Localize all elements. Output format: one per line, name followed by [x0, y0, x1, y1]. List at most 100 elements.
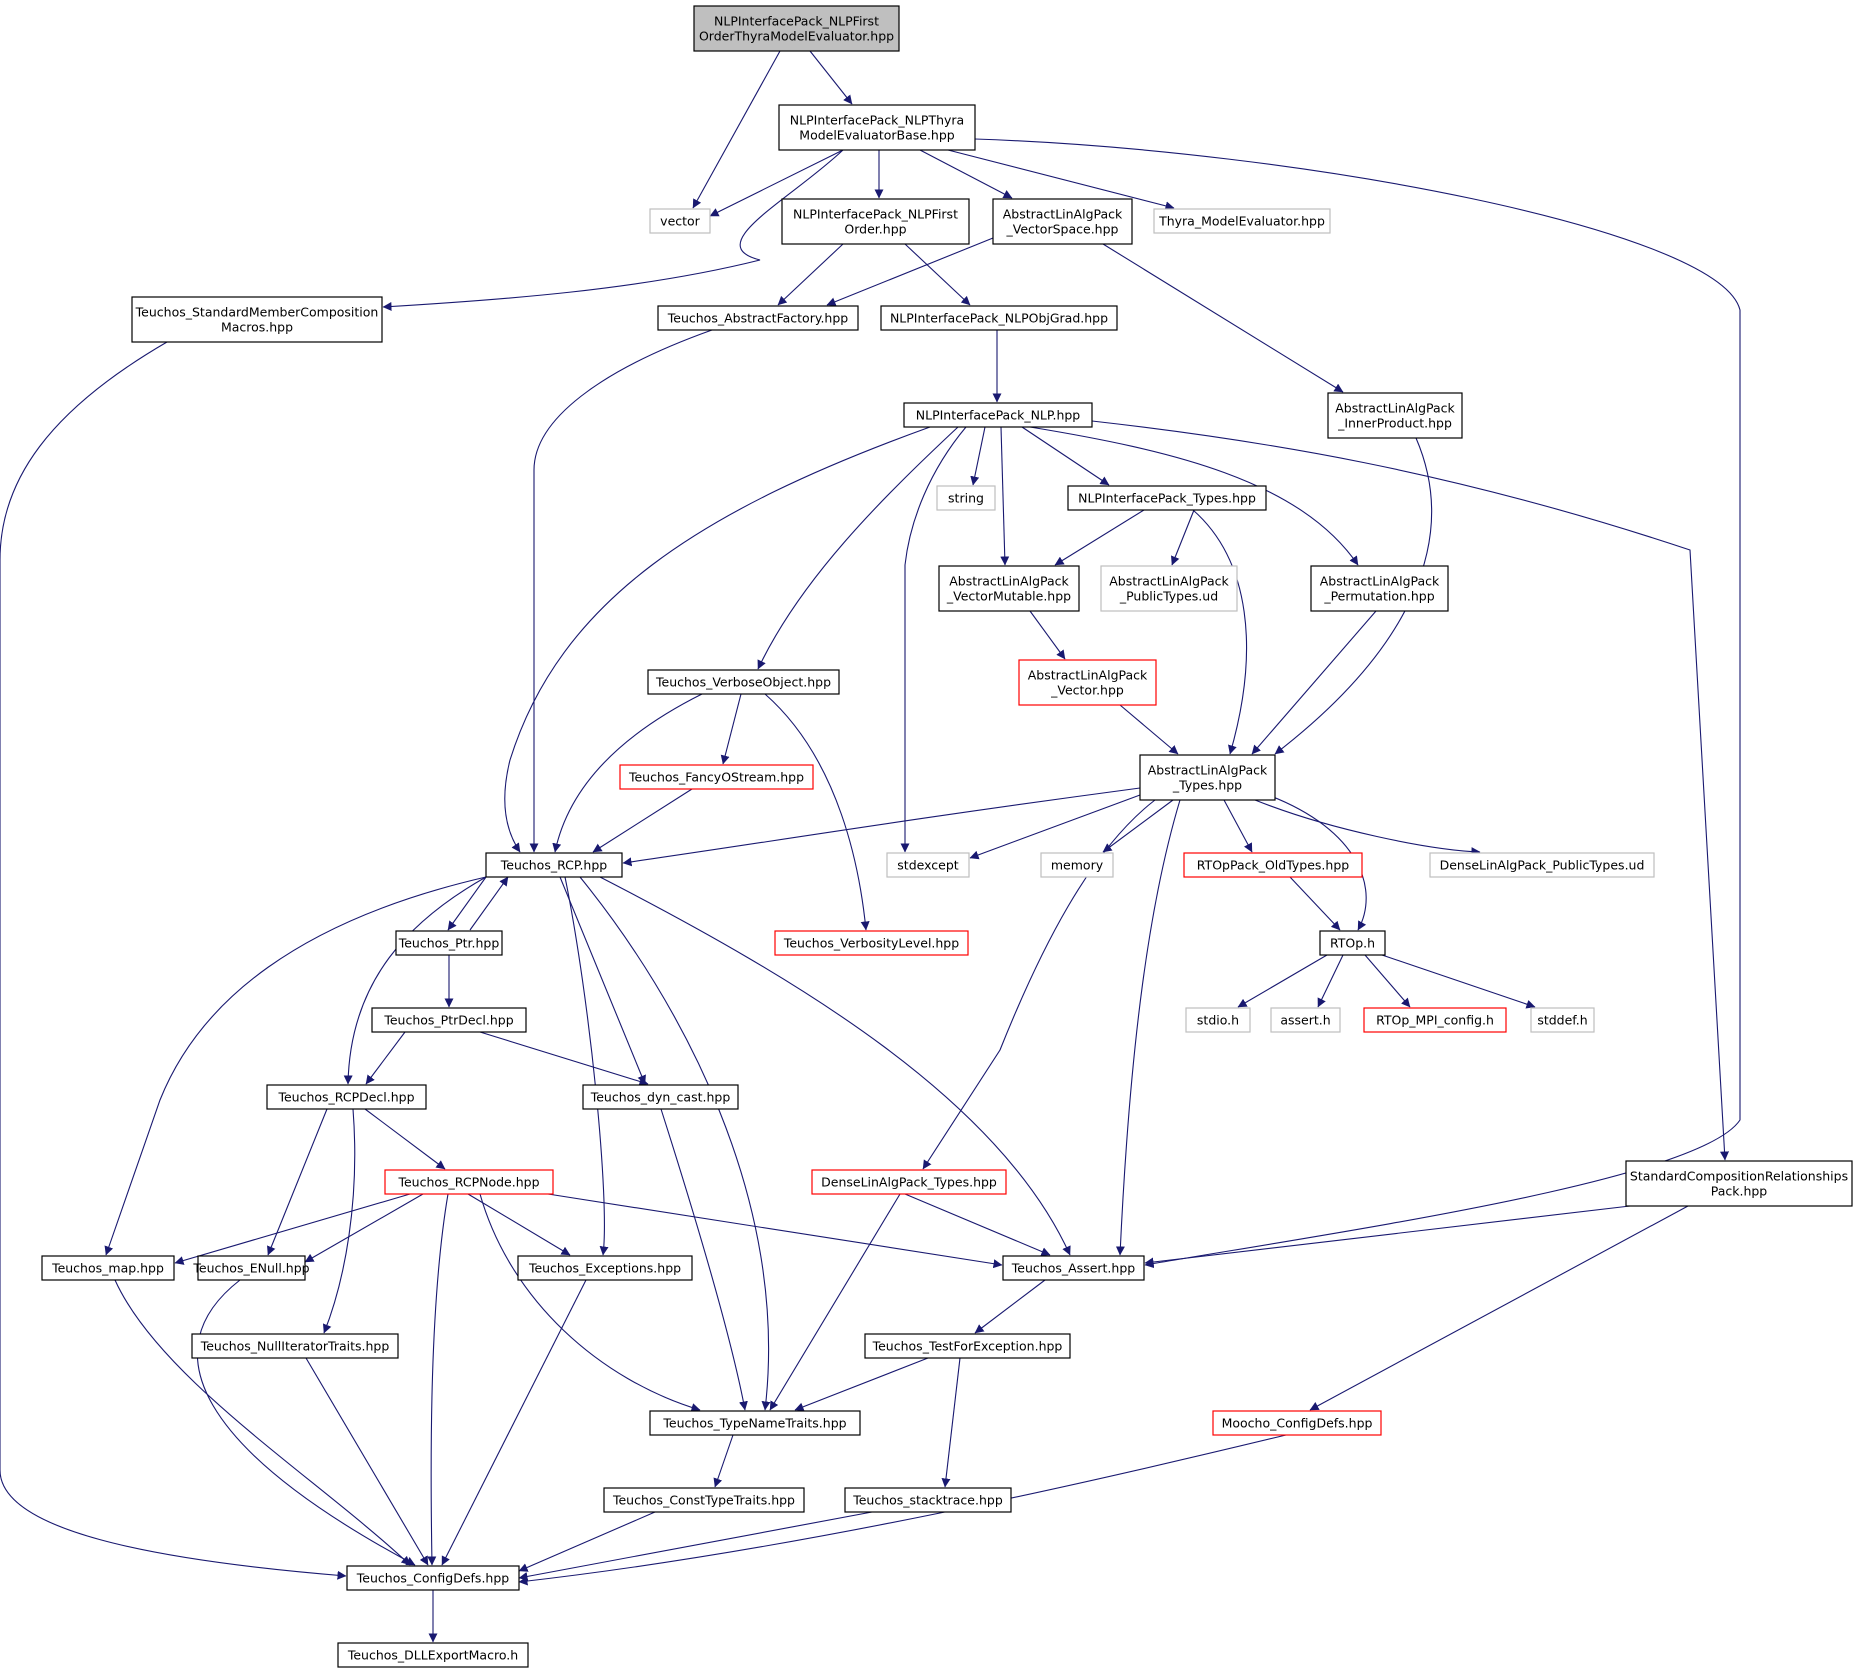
node-tmebase[interactable]: NLPInterfacePack_NLPThyraModelEvaluatorB… [778, 104, 976, 151]
edge-path [1091, 420, 1730, 1161]
node-label-line: Teuchos_ConfigDefs.hpp [356, 1571, 509, 1586]
dependency-edge [305, 1357, 429, 1566]
node-stdexcept[interactable]: stdexcept [886, 852, 970, 878]
dependency-edge [622, 787, 1141, 867]
node-rcpnode[interactable]: Teuchos_RCPNode.hpp [384, 1169, 554, 1195]
node-asserth[interactable]: assert.h [1270, 1007, 1341, 1033]
node-verblevel[interactable]: Teuchos_VerbosityLevel.hpp [774, 930, 969, 956]
node-box [992, 198, 1133, 245]
dependency-edge [900, 426, 967, 853]
dependency-edge [1091, 420, 1730, 1161]
node-vspace[interactable]: AbstractLinAlgPack_VectorSpace.hpp [992, 198, 1133, 245]
node-box [1040, 852, 1114, 878]
dependency-edge [552, 693, 703, 853]
node-nullit[interactable]: Teuchos_NullIteratorTraits.hpp [191, 1333, 399, 1359]
node-label-line: Moocho_ConfigDefs.hpp [1222, 1416, 1373, 1431]
dependency-edge [1119, 704, 1179, 755]
node-moocho[interactable]: Moocho_ConfigDefs.hpp [1212, 1410, 1382, 1436]
node-box [337, 1642, 529, 1668]
node-label-line: Teuchos_RCPNode.hpp [397, 1175, 539, 1190]
node-dllexport[interactable]: Teuchos_DLLExportMacro.h [337, 1642, 529, 1668]
node-absfac[interactable]: Teuchos_AbstractFactory.hpp [657, 305, 859, 331]
node-label-line: _VectorMutable.hpp [946, 589, 1071, 604]
edge-path [1364, 954, 1411, 1008]
node-densepub[interactable]: DenseLinAlgPack_PublicTypes.ud [1429, 852, 1655, 878]
node-innerprod[interactable]: AbstractLinAlgPack_InnerProduct.hpp [1327, 392, 1463, 439]
edge-path [713, 1434, 734, 1488]
dependency-edge [114, 1279, 411, 1566]
edge-path [1223, 799, 1253, 853]
node-stddef[interactable]: stddef.h [1530, 1007, 1595, 1033]
node-rtoph[interactable]: RTOp.h [1319, 930, 1386, 956]
node-typename[interactable]: Teuchos_TypeNameTraits.hpp [649, 1410, 861, 1436]
node-ptr[interactable]: Teuchos_Ptr.hpp [395, 930, 503, 956]
node-box [1530, 1007, 1595, 1033]
node-consttype[interactable]: Teuchos_ConstTypeTraits.hpp [603, 1487, 805, 1513]
edge-path [764, 693, 870, 931]
node-fancy[interactable]: Teuchos_FancyOStream.hpp [619, 764, 814, 790]
node-label-line: AbstractLinAlgPack [1148, 763, 1268, 778]
node-string[interactable]: string [936, 485, 996, 511]
node-box [1212, 1410, 1382, 1436]
dependency-edge [364, 1108, 446, 1170]
dependency-edge [904, 1193, 1051, 1256]
node-smcm[interactable]: Teuchos_StandardMemberCompositionMacros.… [131, 296, 383, 343]
node-stdio[interactable]: stdio.h [1185, 1007, 1251, 1033]
node-box [131, 296, 383, 343]
node-exceptions[interactable]: Teuchos_Exceptions.hpp [517, 1255, 693, 1281]
node-vector[interactable]: vector [649, 208, 711, 234]
node-memory[interactable]: memory [1040, 852, 1114, 878]
node-tassert[interactable]: Teuchos_Assert.hpp [1002, 1255, 1145, 1281]
node-altypes[interactable]: AbstractLinAlgPack_Types.hpp [1139, 754, 1276, 801]
node-label-line: DenseLinAlgPack_PublicTypes.ud [1440, 858, 1645, 873]
node-enull[interactable]: Teuchos_ENull.hpp [192, 1255, 310, 1281]
node-testforexc[interactable]: Teuchos_TestForException.hpp [864, 1333, 1071, 1359]
node-thyrame[interactable]: Thyra_ModelEvaluator.hpp [1153, 208, 1331, 234]
node-mpiconfig[interactable]: RTOp_MPI_config.h [1363, 1007, 1507, 1033]
node-label-line: Teuchos_stacktrace.hpp [852, 1493, 1003, 1508]
node-ptrdecl[interactable]: Teuchos_PtrDecl.hpp [371, 1007, 527, 1033]
node-box [1429, 852, 1655, 878]
node-perm[interactable]: AbstractLinAlgPack_Permutation.hpp [1310, 565, 1449, 612]
node-vmut[interactable]: AbstractLinAlgPack_VectorMutable.hpp [938, 565, 1080, 612]
node-stacktrace[interactable]: Teuchos_stacktrace.hpp [844, 1487, 1012, 1513]
node-root[interactable]: NLPInterfacePack_NLPFirstOrderThyraModel… [693, 5, 900, 52]
edge-path [1102, 799, 1174, 853]
edge-path [447, 876, 487, 931]
edge-path [196, 1279, 416, 1566]
node-label-line: Teuchos_FancyOStream.hpp [628, 770, 804, 785]
node-nlptypes[interactable]: NLPInterfacePack_Types.hpp [1067, 485, 1267, 511]
node-label-line: assert.h [1280, 1013, 1330, 1028]
node-label-line: vector [660, 214, 701, 229]
edge-path [365, 1031, 406, 1085]
dependency-edge [518, 1511, 873, 1581]
node-configdefs[interactable]: Teuchos_ConfigDefs.hpp [346, 1565, 520, 1591]
node-box [811, 1169, 1007, 1195]
edge-path [974, 1279, 1046, 1334]
node-nlp[interactable]: NLPInterfacePack_NLP.hpp [903, 402, 1093, 428]
dependency-edge [769, 1193, 901, 1411]
node-dyncast[interactable]: Teuchos_dyn_cast.hpp [582, 1084, 739, 1110]
node-map[interactable]: Teuchos_map.hpp [41, 1255, 175, 1281]
edge-path [305, 1357, 429, 1566]
node-verbobj[interactable]: Teuchos_VerboseObject.hpp [647, 669, 840, 695]
node-rcp[interactable]: Teuchos_RCP.hpp [485, 852, 623, 878]
dependency-edge [564, 876, 609, 1256]
node-densetypes[interactable]: DenseLinAlgPack_Types.hpp [811, 1169, 1007, 1195]
dependency-edge [941, 1357, 961, 1488]
node-rtopold[interactable]: RTOpPack_OldTypes.hpp [1183, 852, 1363, 878]
node-pubtypes[interactable]: AbstractLinAlgPack_PublicTypes.ud [1100, 565, 1238, 612]
edge-path [969, 794, 1141, 860]
node-objgrad[interactable]: NLPInterfacePack_NLPObjGrad.hpp [880, 305, 1118, 331]
dependency-edge [504, 426, 931, 853]
edge-path [970, 426, 986, 486]
node-box [266, 1084, 427, 1110]
node-box [41, 1255, 175, 1281]
node-label-line: Pack.hpp [1711, 1184, 1768, 1199]
edge-path [592, 788, 693, 853]
node-rcpdecl[interactable]: Teuchos_RCPDecl.hpp [266, 1084, 427, 1110]
node-vec[interactable]: AbstractLinAlgPack_Vector.hpp [1018, 659, 1157, 706]
edge-path [757, 426, 959, 670]
